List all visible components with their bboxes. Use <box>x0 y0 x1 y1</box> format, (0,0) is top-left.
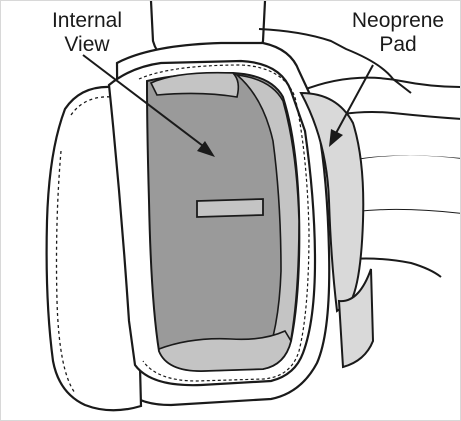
hand-fill <box>351 155 461 213</box>
neoprene-pad-label-line1: Neoprene <box>339 9 457 33</box>
internal-strap <box>197 199 263 217</box>
right-strap-lower <box>301 78 461 91</box>
internal-view-label-line1: Internal <box>35 9 139 33</box>
neoprene-pad-label-line2: Pad <box>339 33 457 57</box>
internal-view-label-line2: View <box>35 33 139 57</box>
neoprene-pad-label: Neoprene Pad <box>339 9 457 57</box>
internal-view-label: Internal View <box>35 9 139 57</box>
